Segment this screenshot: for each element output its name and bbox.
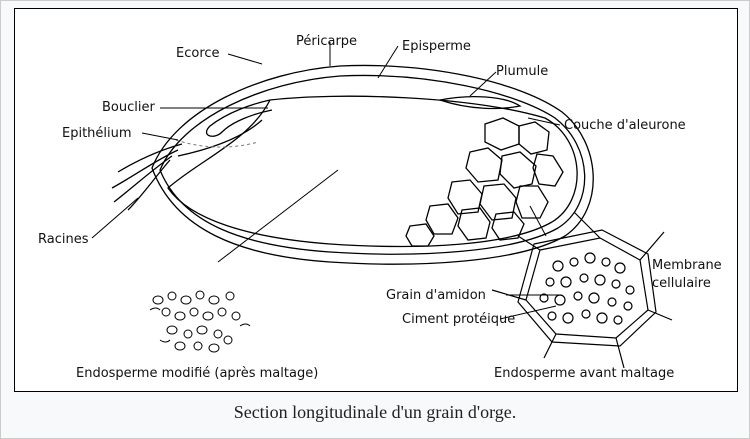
label-pericarpe: Péricarpe xyxy=(296,34,357,49)
grain-outer-envelope xyxy=(152,65,593,264)
label-ecorce: Ecorce xyxy=(176,46,220,61)
label-ciment-proteique: Ciment protéique xyxy=(402,312,515,327)
grain-inner-envelope xyxy=(160,75,585,254)
roots xyxy=(112,144,182,210)
label-grain-amidon: Grain d'amidon xyxy=(386,288,486,303)
figure-caption: Section longitudinale d'un grain d'orge. xyxy=(0,402,750,423)
label-epithelium: Epithélium xyxy=(62,126,132,141)
label-bouclier: Bouclier xyxy=(102,100,155,115)
aleurone-cells xyxy=(406,118,563,246)
label-plumule: Plumule xyxy=(496,64,548,79)
epithelium-dashed-line xyxy=(176,140,258,147)
label-episperme: Episperme xyxy=(402,39,471,54)
label-racines: Racines xyxy=(38,232,88,247)
label-cellulaire: cellulaire xyxy=(652,276,711,291)
plumule-shape xyxy=(440,97,520,109)
label-couche-aleurone: Couche d'aleurone xyxy=(564,118,686,133)
label-membrane: Membrane xyxy=(652,258,722,273)
subcaption-endosperm-before: Endosperme avant maltage xyxy=(494,366,674,381)
endosperm-outline xyxy=(168,96,577,246)
subcaption-modified-endosperm: Endosperme modifié (après maltage) xyxy=(76,366,318,381)
modified-endosperm-sample xyxy=(150,291,250,352)
